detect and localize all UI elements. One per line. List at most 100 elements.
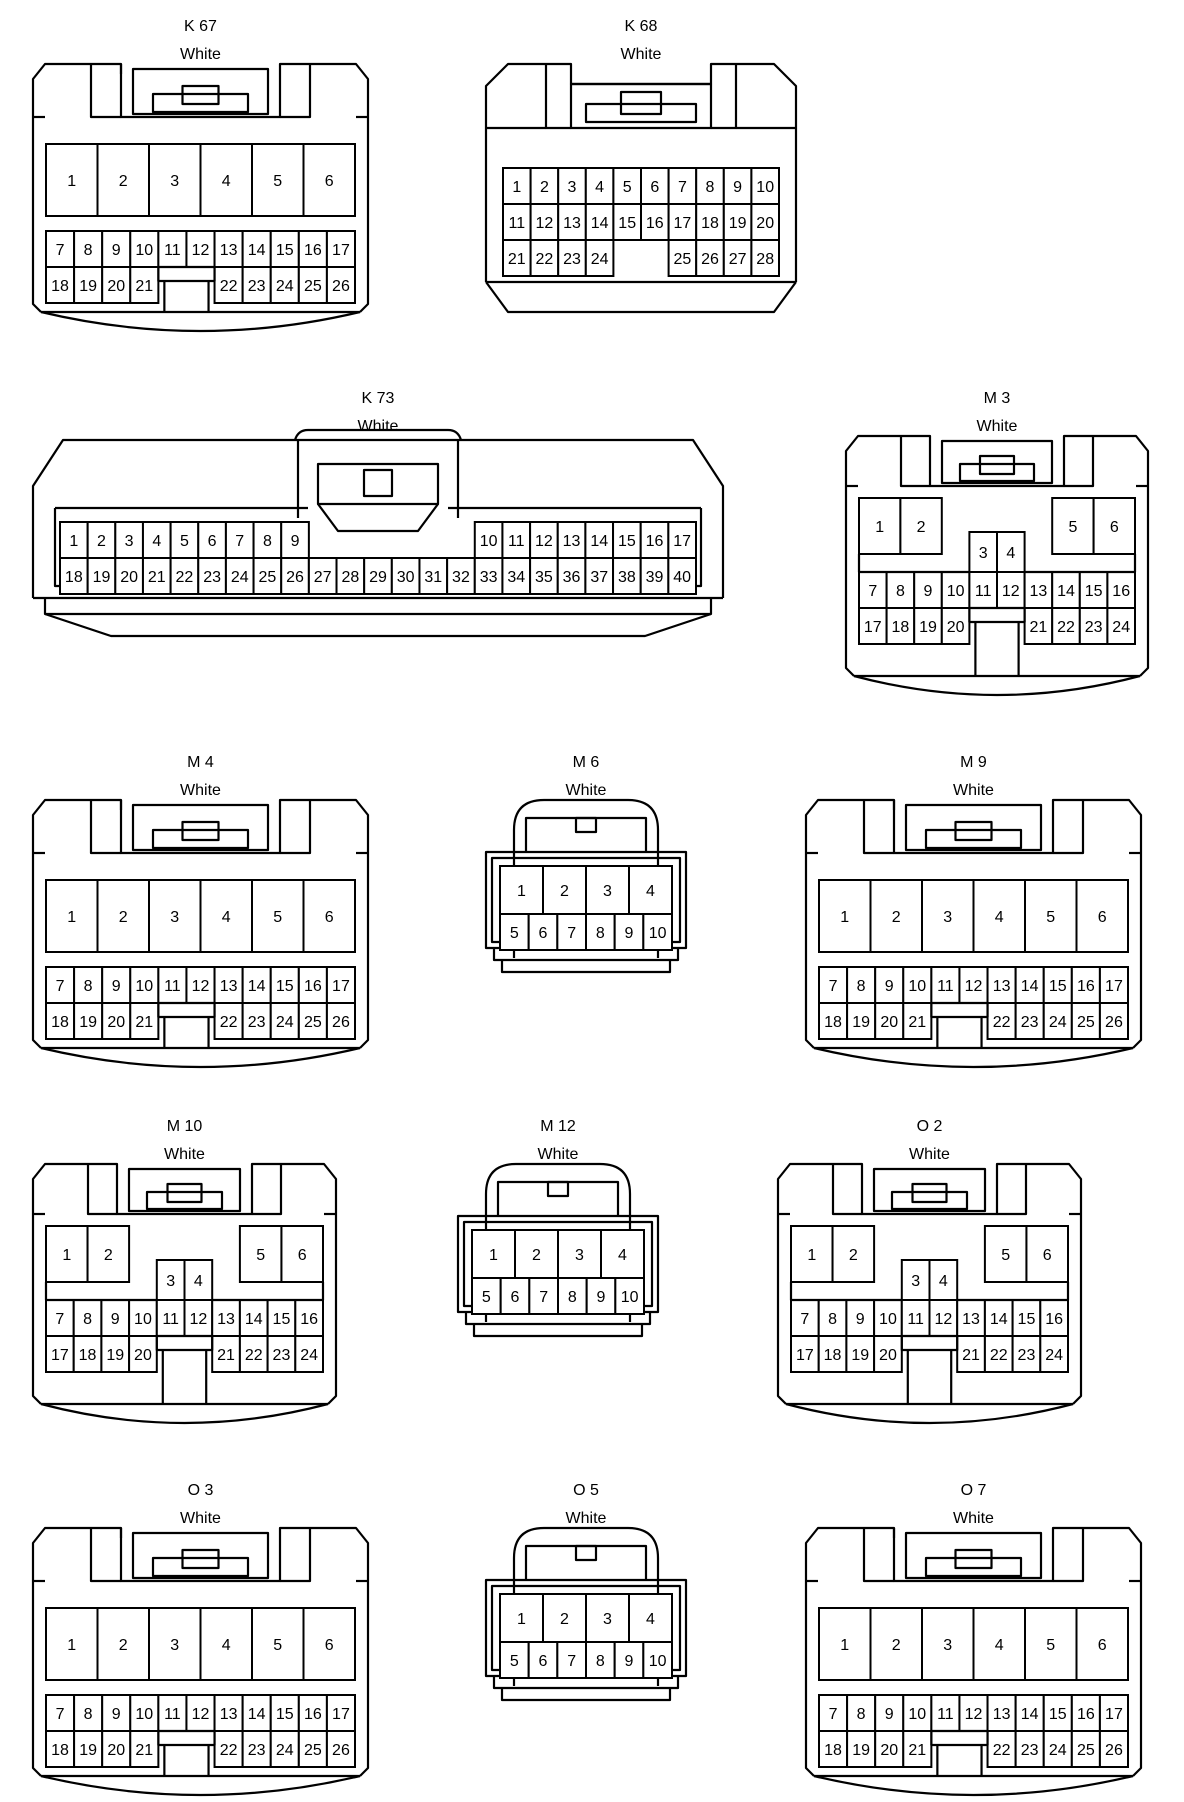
pin-label: 26 bbox=[1105, 1742, 1123, 1759]
pin-label: 10 bbox=[879, 1311, 897, 1328]
connector-code: M 10 bbox=[167, 1118, 203, 1135]
pin-label: 10 bbox=[649, 1653, 667, 1670]
pin-label: 15 bbox=[273, 1311, 291, 1328]
pin-label: 13 bbox=[563, 533, 581, 550]
pin-label: 23 bbox=[1021, 1014, 1039, 1031]
pin-label: 36 bbox=[563, 569, 581, 586]
pin-label: 8 bbox=[596, 1653, 605, 1670]
pin-label: 17 bbox=[1105, 978, 1123, 995]
pin-label: 29 bbox=[369, 569, 387, 586]
pin-label: 1 bbox=[512, 179, 521, 196]
pin-label: 14 bbox=[1057, 583, 1075, 600]
pin-label: 13 bbox=[217, 1311, 235, 1328]
pin-label: 12 bbox=[535, 533, 553, 550]
pin-label: 2 bbox=[119, 173, 128, 190]
pin-label: 1 bbox=[840, 1637, 849, 1654]
pin-label: 16 bbox=[304, 242, 322, 259]
pin-label: 17 bbox=[864, 619, 882, 636]
pin-label: 15 bbox=[1049, 1706, 1067, 1723]
pin-label: 5 bbox=[273, 909, 282, 926]
pin-label: 1 bbox=[489, 1247, 498, 1264]
pin-label: 7 bbox=[829, 1706, 838, 1723]
pin-label: 5 bbox=[1046, 909, 1055, 926]
connector-code: K 67 bbox=[184, 18, 217, 35]
pin-label: 4 bbox=[646, 883, 655, 900]
pin-label: 23 bbox=[1021, 1742, 1039, 1759]
pin-label: 10 bbox=[908, 1706, 926, 1723]
pin-label: 10 bbox=[480, 533, 498, 550]
pin-label: 26 bbox=[332, 278, 350, 295]
pin-label: 25 bbox=[1077, 1014, 1095, 1031]
pin-label: 6 bbox=[539, 925, 548, 942]
pin-label: 16 bbox=[646, 215, 664, 232]
pin-label: 19 bbox=[919, 619, 937, 636]
connector-color: White bbox=[164, 1146, 205, 1163]
pin-label: 23 bbox=[248, 1014, 266, 1031]
pin-label: 5 bbox=[180, 533, 189, 550]
pin-label: 11 bbox=[508, 215, 525, 232]
pin-label: 20 bbox=[120, 569, 138, 586]
pin-label: 21 bbox=[135, 1742, 153, 1759]
connector-code: O 5 bbox=[573, 1482, 599, 1499]
pin-label: 15 bbox=[1085, 583, 1103, 600]
pin-label: 1 bbox=[67, 173, 76, 190]
pin-label: 2 bbox=[540, 179, 549, 196]
pin-label: 14 bbox=[245, 1311, 263, 1328]
pin-label: 4 bbox=[595, 179, 604, 196]
pin-label: 24 bbox=[276, 1742, 294, 1759]
pin-label: 20 bbox=[107, 278, 125, 295]
pin-label: 19 bbox=[729, 215, 747, 232]
pin-label: 6 bbox=[1098, 1637, 1107, 1654]
pin-label: 5 bbox=[623, 179, 632, 196]
pin-label: 19 bbox=[852, 1014, 870, 1031]
connector-code: O 2 bbox=[917, 1118, 943, 1135]
pin-label: 16 bbox=[304, 978, 322, 995]
connector-code: M 6 bbox=[573, 754, 600, 771]
pin-label: 23 bbox=[273, 1347, 291, 1364]
connector-color: White bbox=[566, 1510, 607, 1527]
pin-label: 17 bbox=[1105, 1706, 1123, 1723]
pin-label: 12 bbox=[934, 1311, 952, 1328]
pin-label: 8 bbox=[568, 1289, 577, 1306]
pin-label: 22 bbox=[990, 1347, 1008, 1364]
pin-label: 18 bbox=[824, 1742, 842, 1759]
pin-label: 2 bbox=[560, 883, 569, 900]
pin-label: 5 bbox=[510, 1653, 519, 1670]
connector-color: White bbox=[953, 782, 994, 799]
pin-label: 18 bbox=[892, 619, 910, 636]
pin-label: 8 bbox=[828, 1311, 837, 1328]
pin-label: 8 bbox=[857, 978, 866, 995]
pin-label: 40 bbox=[673, 569, 691, 586]
pin-label: 6 bbox=[325, 909, 334, 926]
pin-label: 8 bbox=[84, 1706, 93, 1723]
pin-label: 2 bbox=[892, 909, 901, 926]
connector-code: O 7 bbox=[961, 1482, 987, 1499]
pin-label: 8 bbox=[263, 533, 272, 550]
pin-label: 4 bbox=[222, 173, 231, 190]
pin-label: 6 bbox=[208, 533, 217, 550]
pin-label: 27 bbox=[729, 251, 747, 268]
pin-label: 4 bbox=[939, 1273, 948, 1290]
pin-label: 4 bbox=[1006, 545, 1015, 562]
pin-label: 3 bbox=[603, 883, 612, 900]
pin-label: 6 bbox=[1043, 1247, 1052, 1264]
pin-label: 17 bbox=[332, 978, 350, 995]
connector-color: White bbox=[180, 782, 221, 799]
pin-label: 9 bbox=[625, 1653, 634, 1670]
pin-label: 11 bbox=[164, 1706, 181, 1723]
pin-label: 19 bbox=[106, 1347, 124, 1364]
pin-label: 24 bbox=[1049, 1014, 1067, 1031]
pin-label: 3 bbox=[911, 1273, 920, 1290]
pin-label: 5 bbox=[510, 925, 519, 942]
pin-label: 21 bbox=[148, 569, 166, 586]
